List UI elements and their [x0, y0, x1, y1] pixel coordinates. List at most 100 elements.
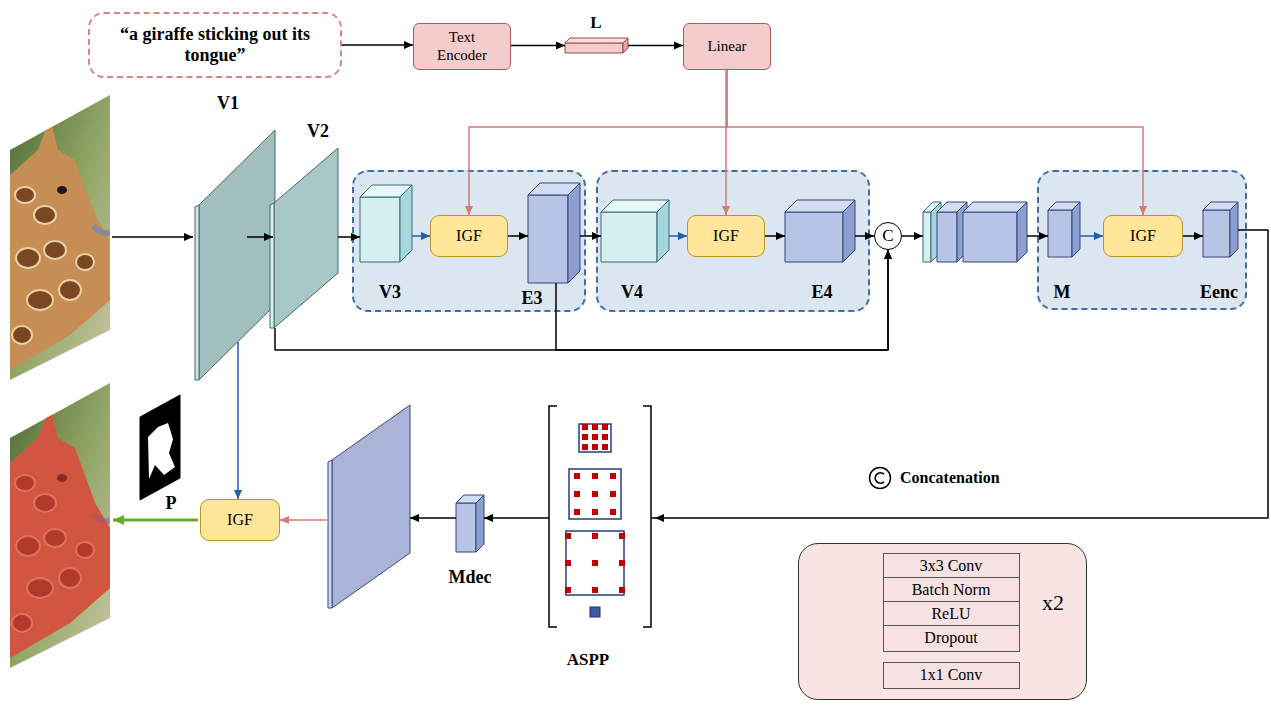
flow-arrow — [410, 517, 456, 519]
feature-map: V1 — [195, 130, 275, 380]
shape-drawing — [545, 405, 655, 628]
legend-panel: 3x3 ConvBatch NormReLUDropout1x1 Conv — [798, 543, 1087, 700]
label-holder: L — [590, 13, 601, 33]
flow-arrow — [902, 235, 923, 237]
shape-face — [963, 212, 1017, 262]
part-label: Eenc — [1200, 282, 1238, 303]
shape-drawing — [528, 183, 580, 283]
flow-arrow — [484, 517, 545, 519]
flow-arrow — [511, 45, 565, 47]
feature-cuboid: V4 — [601, 200, 669, 262]
mask-output: P — [140, 395, 180, 500]
label-holder: E4 — [811, 282, 832, 303]
kernel-dot — [619, 560, 625, 566]
shape-face — [332, 405, 410, 608]
shape-face — [1017, 202, 1027, 262]
shape-face — [657, 200, 669, 262]
kernel-dot — [592, 533, 598, 539]
shape-drawing — [456, 495, 484, 552]
box-label: Dropout — [924, 629, 977, 647]
legend-entry: Concatenation — [868, 466, 1000, 490]
shape-face — [199, 130, 275, 380]
shape-face — [565, 38, 628, 43]
kernel-dot — [565, 560, 571, 566]
output-arrow — [113, 519, 198, 522]
text-prompt: “a giraffe sticking out its tongue” — [88, 12, 342, 78]
stacked-cuboid — [963, 202, 1027, 262]
box-label: Linear — [707, 38, 746, 55]
flow-arrow — [280, 519, 328, 521]
shape-face — [270, 203, 274, 328]
shape-drawing — [195, 130, 275, 380]
shape-drawing — [360, 185, 412, 262]
kernel-dot — [592, 509, 598, 515]
shape-face — [623, 38, 628, 53]
mask-overlay — [10, 406, 110, 658]
flow-arrow — [237, 342, 239, 499]
flow-arrow — [412, 235, 430, 237]
mask-region — [148, 423, 175, 479]
feature-map: V2 — [270, 148, 338, 328]
part-label: V3 — [379, 282, 401, 303]
shape-face — [1072, 202, 1080, 257]
shape-face — [1230, 202, 1238, 257]
label-holder: Eenc — [1200, 282, 1238, 303]
box-label: IGF — [456, 227, 482, 245]
kernel-dot — [619, 587, 625, 593]
kernel-frame — [569, 469, 621, 519]
label-holder: P — [166, 493, 177, 514]
kernel-dot — [574, 509, 580, 515]
shape-drawing — [270, 148, 338, 328]
shape-drawing — [923, 202, 1027, 262]
kernel-dot — [582, 444, 588, 450]
label-holder: V3 — [379, 282, 401, 303]
box-label: IGF — [227, 511, 253, 529]
feature-cuboid: E3 — [528, 183, 580, 283]
layer-box: 1x1 Conv — [883, 662, 1020, 689]
label-holder: V1 — [217, 93, 239, 114]
shape-face — [843, 200, 855, 262]
flow-arrow — [765, 235, 785, 237]
layer-box: Batch Norm — [883, 577, 1020, 604]
label-holder: V2 — [307, 121, 329, 142]
igf-module: IGF — [1103, 215, 1183, 257]
output-photo — [10, 383, 110, 668]
box-label: 1x1 Conv — [920, 666, 983, 684]
flow-arrow — [247, 236, 273, 238]
stage-group: V4 IGF E4 — [596, 170, 870, 312]
label-holder: ASPP — [567, 650, 610, 670]
shape-face — [963, 202, 1027, 212]
part-label: M — [1054, 282, 1071, 303]
kernel-dot — [592, 560, 598, 566]
kernel-dot — [592, 444, 598, 450]
part-label: L — [590, 13, 601, 33]
kernel-dot — [565, 533, 571, 539]
flow-arrow — [1183, 235, 1203, 237]
part-label: Mdec — [449, 567, 492, 588]
label-holder: M — [1054, 282, 1071, 303]
layer-box: Dropout — [883, 625, 1020, 652]
box-label: IGF — [713, 227, 739, 245]
igf-module: IGF — [430, 215, 508, 257]
feature-map — [328, 405, 410, 608]
part-label: V1 — [217, 93, 239, 114]
kernel-dot — [574, 473, 580, 479]
shape-face — [456, 503, 476, 552]
part-label: P — [166, 493, 177, 514]
shape-drawing — [140, 395, 180, 500]
bracket — [643, 406, 655, 627]
shape-face — [360, 197, 400, 262]
kernel-dot — [574, 491, 580, 497]
kernel-dot — [592, 491, 598, 497]
shape-drawing — [785, 200, 855, 262]
shape-face — [937, 212, 957, 262]
process-box: Text Encoder — [413, 23, 511, 70]
feature-cuboid: L — [565, 38, 628, 53]
flow-arrow — [508, 235, 528, 237]
box-label: Batch Norm — [912, 581, 991, 599]
pooling-square — [590, 607, 600, 617]
shape-face — [195, 205, 199, 380]
kernel-dot — [610, 473, 616, 479]
feature-cuboid: M — [1048, 202, 1080, 257]
output-image — [10, 383, 110, 668]
